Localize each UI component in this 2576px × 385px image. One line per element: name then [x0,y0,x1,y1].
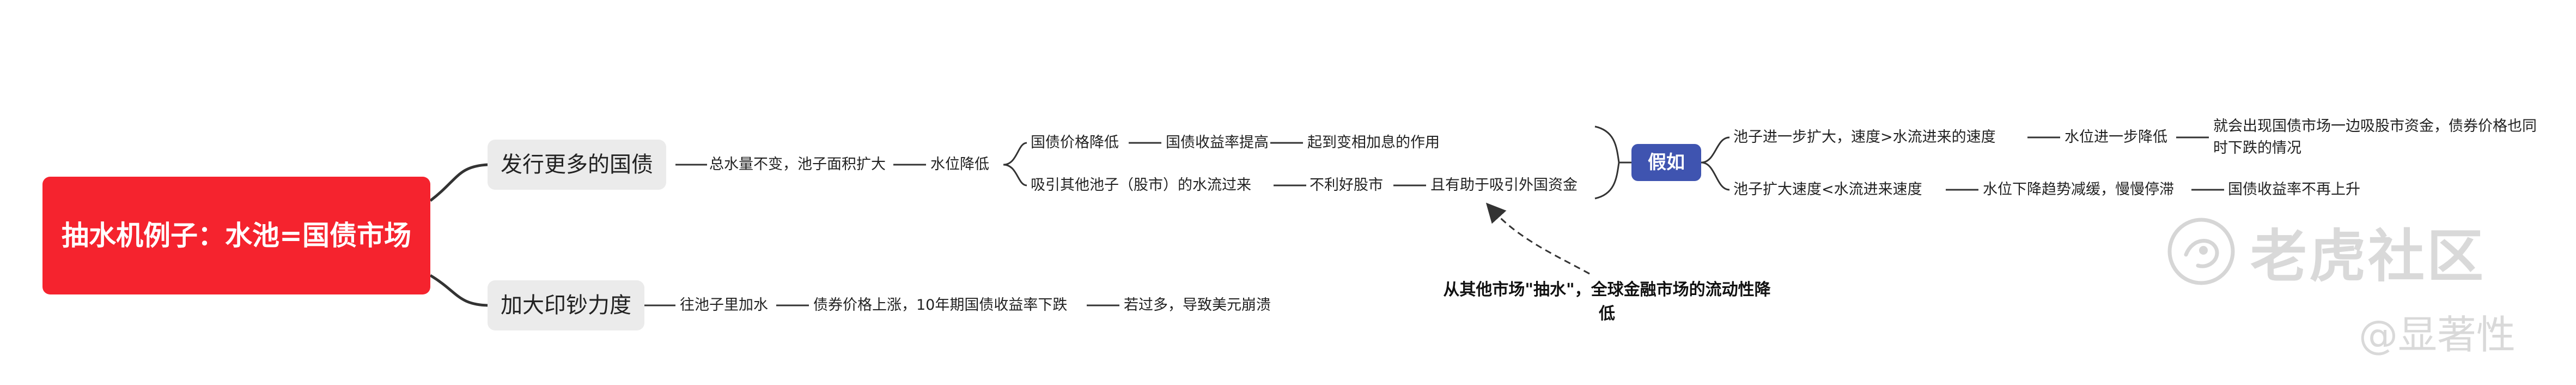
branch2-label: 加大印钞力度 [501,293,631,318]
branch1-step1[interactable]: 总水量不变，池子面积扩大 [709,156,886,173]
sub-a-next2[interactable]: 起到变相加息的作用 [1307,134,1440,151]
assumption-fork-line [1701,136,1730,191]
case2-condition[interactable]: 池子扩大速度<水流进来速度 [1733,181,1922,198]
sub-b-next2[interactable]: 且有助于吸引外国资金 [1430,177,1578,194]
sub-a-label[interactable]: 国债价格降低 [1031,134,1119,151]
merge-bracket [1594,125,1620,200]
annotation-arrow [1485,202,1590,275]
branch1-step2[interactable]: 水位降低 [930,156,989,173]
branch2-step3[interactable]: 若过多，导致美元崩溃 [1124,297,1271,314]
root-to-branch1-line [429,163,488,202]
root-to-branch2-line [429,274,488,307]
annotation-note[interactable]: 从其他市场"抽水"，全球金融市场的流动性降低 [1443,280,1771,323]
step2-fork-line [1003,142,1027,187]
watermark-brand: 老虎社区 [2165,210,2486,292]
watermark-handle: @显著性 [2359,312,2516,358]
branch2-step1[interactable]: 往池子里加水 [680,297,768,314]
branch1-label: 发行更多的国债 [501,152,653,177]
case1-result[interactable]: 水位进一步降低 [2065,129,2167,146]
branch1-node[interactable]: 发行更多的国债 [488,140,666,190]
sub-b-label[interactable]: 吸引其他池子（股市）的水流过来 [1031,177,1251,194]
root-title: 抽水机例子：水池=国债市场 [62,220,411,251]
watermark-brand-text: 老虎社区 [2250,223,2486,290]
branch2-step2[interactable]: 债券价格上涨，10年期国债收益率下跌 [813,297,1068,314]
case2-outcome[interactable]: 国债收益率不再上升 [2228,181,2360,198]
case1-outcome[interactable]: 就会出现国债市场一边吸股市资金，债券价格也同时下跌的情况 [2213,118,2537,157]
case1-condition[interactable]: 池子进一步扩大，速度>水流进来的速度 [1733,129,1996,146]
branch2-node[interactable]: 加大印钞力度 [488,280,644,330]
assumption-label: 假如 [1648,152,1685,173]
case2-result[interactable]: 水位下降趋势减缓，慢慢停滞 [1983,181,2174,198]
tiger-logo-icon [2167,218,2235,285]
assumption-node[interactable]: 假如 [1631,144,1701,181]
sub-a-next[interactable]: 国债收益率提高 [1166,134,1269,151]
sub-b-next[interactable]: 不利好股市 [1310,177,1383,194]
root-node[interactable]: 抽水机例子：水池=国债市场 [42,177,430,294]
